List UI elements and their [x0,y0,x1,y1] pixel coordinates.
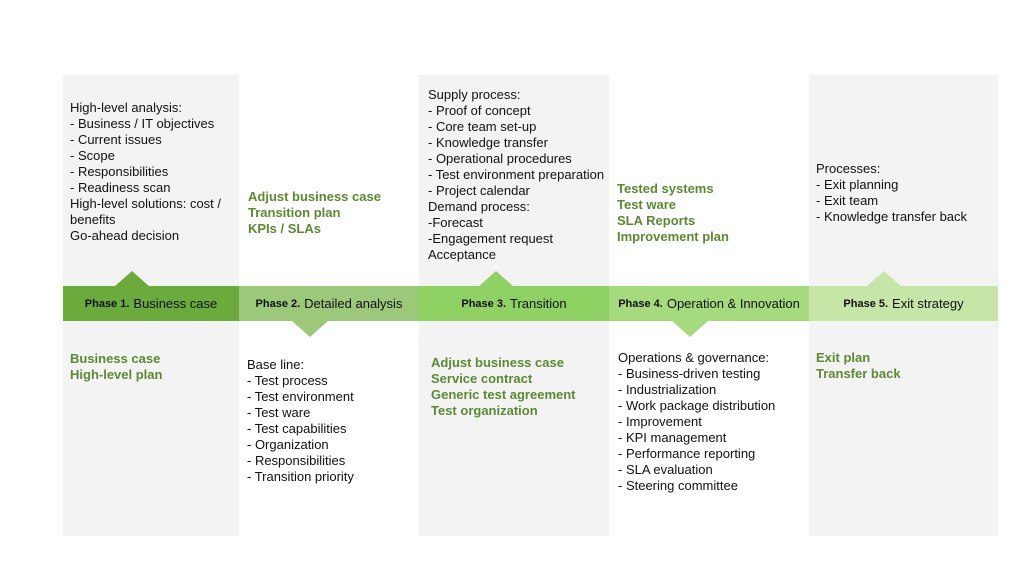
text-line: Supply process: [428,87,521,102]
text-line: - Test capabilities [247,421,347,436]
phase-pointer-down [672,321,708,337]
phase-band-2: Phase 2.Detailed analysis [239,286,419,321]
text-line: Processes: [816,161,881,176]
phase-pointer-up [114,271,150,287]
text-line: Transfer back [816,366,901,381]
text-line: High-level solutions: cost / [70,196,222,211]
text-line: - Core team set-up [428,119,537,134]
phase-band-1: Phase 1.Business case [63,286,239,321]
phase-band-5: Phase 5.Exit strategy [809,286,998,321]
phase-top-text: High-level analysis:- Business / IT obje… [70,100,221,244]
text-line: - KPI management [618,430,727,445]
phase-number: Phase 5. [843,297,889,310]
text-line: Adjust business case [248,189,381,204]
phase-pointer-up [478,271,514,287]
phase-band-4: Phase 4.Operation & Innovation [609,286,809,321]
text-line: - Transition priority [247,469,354,484]
text-line: KPIs / SLAs [248,221,321,236]
text-line: High-level plan [70,367,163,382]
phase-number: Phase 3. [461,297,507,310]
phase-bottom-text: Base line:- Test process- Test environme… [247,357,354,485]
text-line: - Operational procedures [428,151,572,166]
text-line: -Forecast [428,215,483,230]
text-line: - Scope [70,148,115,163]
text-line: - Performance reporting [618,446,756,461]
text-line: - Responsibilities [247,453,346,468]
text-line: Adjust business case [431,355,564,370]
text-line: - Work package distribution [618,398,776,413]
text-line: High-level analysis: [70,100,182,115]
text-line: - Project calendar [428,183,530,198]
text-line: - Responsibilities [70,164,169,179]
text-line: Demand process: [428,199,530,214]
text-line: SLA Reports [617,213,696,228]
text-line: Test ware [617,197,677,212]
text-line: - Business / IT objectives [70,116,215,131]
text-line: Go-ahead decision [70,228,180,243]
phase-number: Phase 2. [255,297,301,310]
text-line: - SLA evaluation [618,462,713,477]
text-line: - Test environment [247,389,354,404]
text-line: Transition plan [248,205,341,220]
phase-number: Phase 4. [618,297,663,310]
phase-bottom-text: Operations & governance:- Business-drive… [618,350,775,494]
text-line: - Knowledge transfer back [816,209,968,224]
text-line: - Knowledge transfer [428,135,548,150]
text-line: - Business-driven testing [618,366,761,381]
text-line: - Improvement [618,414,702,429]
phase-top-text: Processes:- Exit planning- Exit team- Kn… [816,161,967,225]
text-line: - Steering committee [618,478,738,493]
text-line: - Industrialization [618,382,717,397]
phase-name: Exit strategy [892,296,964,311]
text-line: Operations & governance: [618,350,770,365]
text-line: - Exit team [816,193,879,208]
text-line: -Engagement request [428,231,554,246]
text-line: Business case [70,351,161,366]
text-line: - Organization [247,437,329,452]
phase-pointer-down [292,321,328,337]
phase-number: Phase 1. [84,297,130,310]
text-line: benefits [70,212,116,227]
text-line: Improvement plan [617,229,729,244]
text-line: - Exit planning [816,177,899,192]
text-line: - Readiness scan [70,180,171,195]
phase-name: Transition [510,296,567,311]
text-line: - Test environment preparation [428,167,605,182]
phase-name: Detailed analysis [304,296,403,311]
text-line: Base line: [247,357,305,372]
text-line: Exit plan [816,350,871,365]
text-line: - Proof of concept [428,103,531,118]
phase-pointer-up [866,271,902,287]
text-line: - Test ware [247,405,311,420]
phase-name: Operation & Innovation [666,296,800,311]
text-line: Test organization [431,403,538,418]
text-line: - Test process [247,373,328,388]
text-line: Generic test agreement [431,387,576,402]
text-line: Tested systems [617,181,714,196]
text-line: Service contract [431,371,533,386]
phase-band-3: Phase 3.Transition [419,286,609,321]
text-line: Acceptance [428,247,496,262]
phase-name: Business case [133,296,218,311]
text-line: - Current issues [70,132,162,147]
phase-top-text: Supply process:- Proof of concept- Core … [428,87,604,263]
